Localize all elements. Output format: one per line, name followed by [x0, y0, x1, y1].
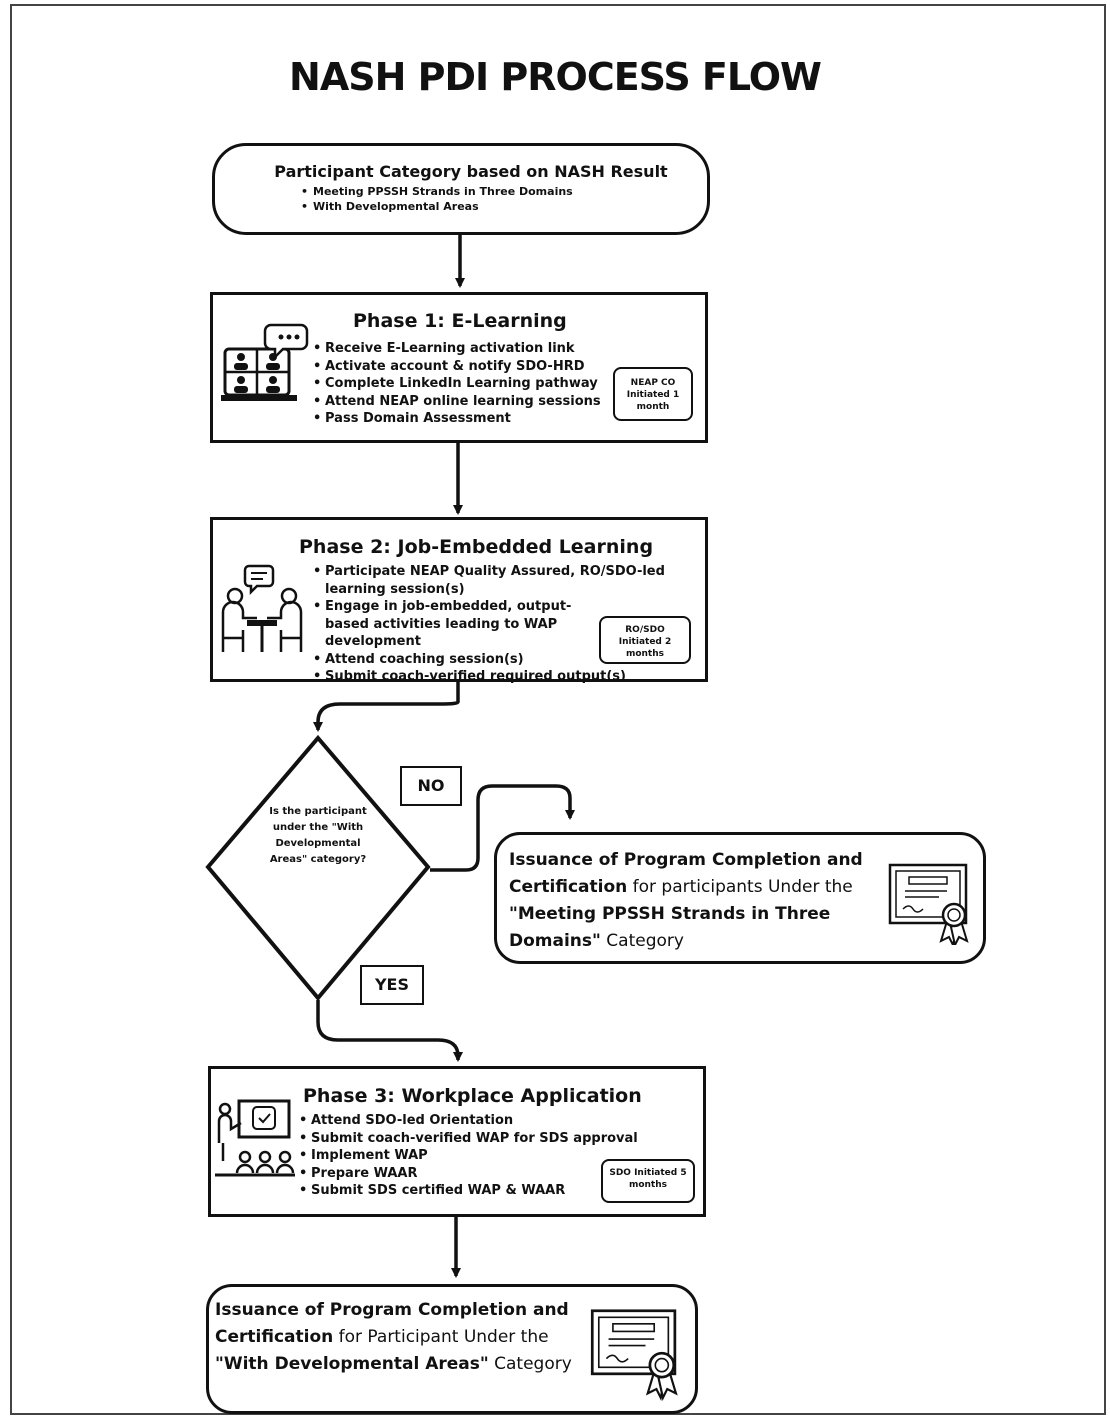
phase2-timeline-tag: RO/SDO Initiated 2 months: [599, 616, 691, 664]
phase3-heading: Phase 3: Workplace Application: [303, 1085, 642, 1107]
phase2-bullets: Participate NEAP Quality Assured, RO/SDO…: [307, 563, 717, 686]
list-item: Engage in job-embedded, output-based act…: [313, 598, 613, 651]
cert-meeting-bold2: "Meeting PPSSH Strands in Three Domains": [509, 904, 831, 951]
list-item: Implement WAP: [299, 1147, 651, 1165]
cert-dev-text2: Category: [488, 1354, 572, 1374]
list-item: Meeting PPSSH Strands in Three Domains: [301, 184, 697, 199]
cert-dev-bold1: Issuance of Program Completion and Certi…: [215, 1300, 569, 1347]
list-item: Participate NEAP Quality Assured, RO/SDO…: [313, 563, 717, 598]
decision-question: Is the participant under the "With Devel…: [269, 806, 367, 865]
start-category-box: Participant Category based on NASH Resul…: [212, 143, 710, 235]
cert-meeting-bold1: Issuance of Program Completion and Certi…: [509, 850, 863, 897]
cert-dev-text1: for Participant Under the: [333, 1327, 549, 1347]
page-title: NASH PDI PROCESS FLOW: [289, 55, 822, 99]
meeting-people-icon: [221, 564, 303, 652]
decision-diamond: [205, 734, 431, 1002]
phase2-box: Phase 2: Job-Embedded Learning Participa…: [210, 517, 708, 685]
phase3-box: Phase 3: Workplace Application Attend SD…: [208, 1066, 706, 1217]
list-item: Attend NEAP online learning sessions: [313, 393, 625, 411]
cert-dev-bold2: "With Developmental Areas": [215, 1354, 489, 1374]
yes-label: YES: [360, 965, 424, 1005]
arrow-phase2-to-decision: [313, 682, 460, 732]
phase3-timeline-tag: SDO Initiated 5 months: [601, 1159, 695, 1203]
list-item: Submit coach-verified WAP for SDS approv…: [299, 1130, 651, 1148]
certificate-icon: [590, 1309, 678, 1401]
arrow-no-branch: [430, 784, 575, 872]
phase1-timeline-tag: NEAP CO Initiated 1 month: [613, 367, 693, 421]
certification-developmental-text: Issuance of Program Completion and Certi…: [215, 1297, 595, 1378]
cert-meeting-text2: Category: [600, 931, 684, 951]
list-item: Submit SDS certified WAP & WAAR: [299, 1182, 651, 1200]
list-item: Submit coach-verified required output(s): [313, 668, 717, 686]
certification-developmental-box: Issuance of Program Completion and Certi…: [206, 1284, 698, 1414]
phase2-heading: Phase 2: Job-Embedded Learning: [299, 536, 654, 558]
list-item: Receive E-Learning activation link: [313, 340, 625, 358]
list-item: Prepare WAAR: [299, 1165, 651, 1183]
list-item: Attend SDO-led Orientation: [299, 1112, 651, 1130]
start-heading: Participant Category based on NASH Resul…: [274, 162, 668, 181]
phase3-bullets: Attend SDO-led Orientation Submit coach-…: [293, 1112, 651, 1200]
list-item: Activate account & notify SDO-HRD: [313, 358, 625, 376]
phase1-heading: Phase 1: E-Learning: [353, 310, 567, 332]
list-item: Complete LinkedIn Learning pathway: [313, 375, 625, 393]
phase1-box: Phase 1: E-Learning Receive E-Learning a…: [210, 292, 708, 443]
cert-meeting-text1: for participants Under the: [627, 877, 853, 897]
arrow-yes-branch: [316, 1000, 463, 1062]
no-label: NO: [400, 766, 462, 806]
presentation-icon: [215, 1099, 295, 1177]
phase1-bullets: Receive E-Learning activation link Activ…: [307, 340, 625, 428]
page-frame: [10, 4, 1106, 1415]
list-item: With Developmental Areas: [301, 199, 697, 214]
start-bullets: Meeting PPSSH Strands in Three Domains W…: [295, 184, 697, 214]
video-call-icon: [221, 323, 309, 401]
list-item: Attend coaching session(s): [313, 651, 717, 669]
certification-meeting-text: Issuance of Program Completion and Certi…: [509, 847, 879, 955]
certificate-icon: [888, 863, 969, 945]
list-item: Pass Domain Assessment: [313, 410, 625, 428]
certification-meeting-box: Issuance of Program Completion and Certi…: [494, 832, 986, 964]
